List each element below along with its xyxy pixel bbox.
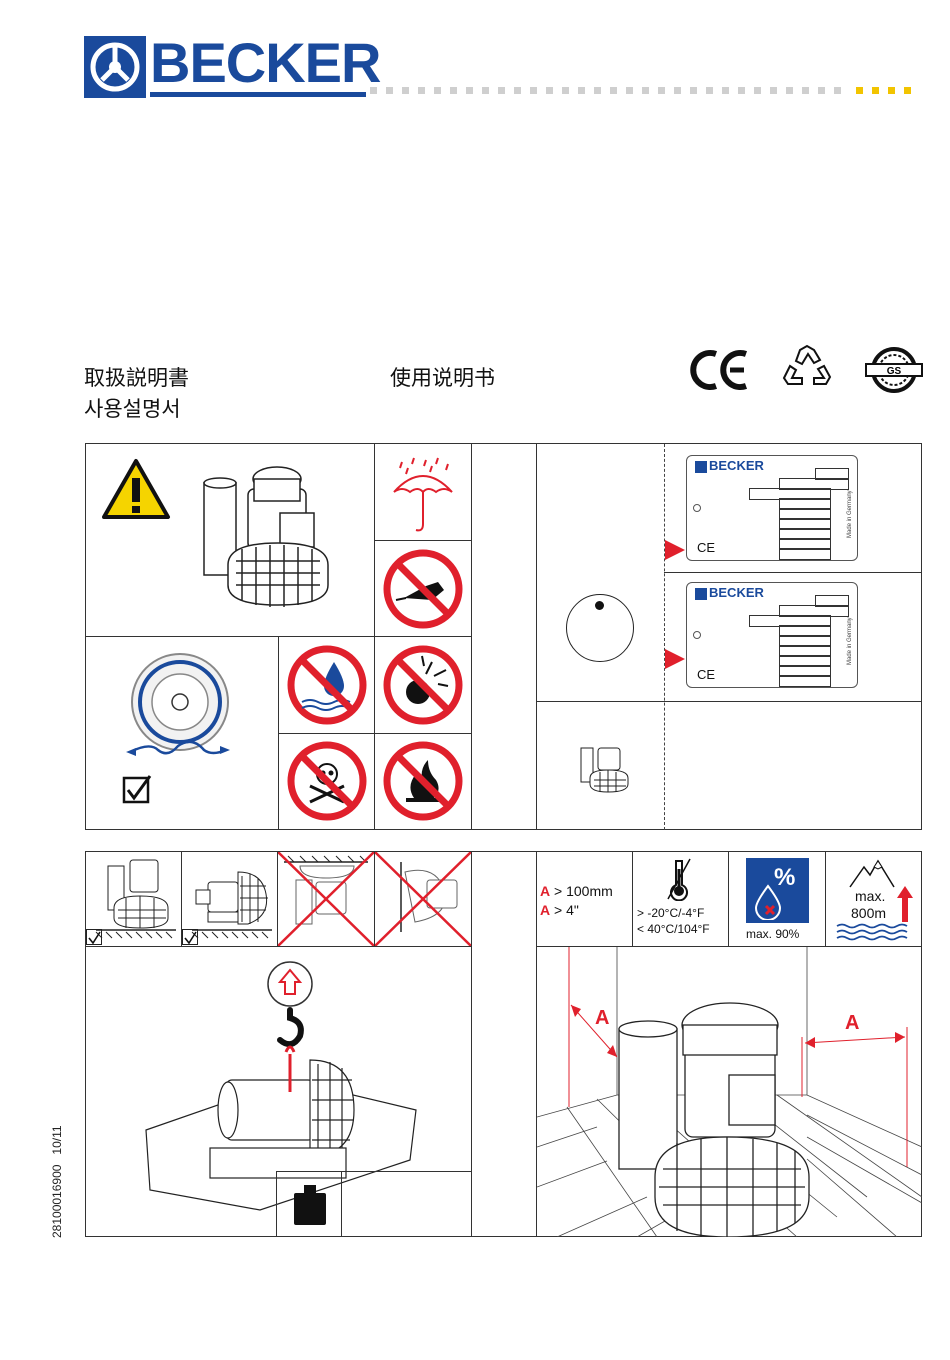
logo-underline xyxy=(150,92,366,97)
weight-icon xyxy=(290,1183,330,1231)
mounting-side-not-allowed xyxy=(375,852,471,950)
title-korean: 사용설명서 xyxy=(84,393,181,423)
up-arrow-icon xyxy=(897,886,913,926)
humidity-max: max. 90% xyxy=(746,927,799,941)
recycle-icon xyxy=(780,344,834,394)
pointer-arrow-icon xyxy=(665,540,685,560)
document-code: 28100016900 10/11 xyxy=(50,1125,64,1238)
no-spray-prohibition-icon xyxy=(382,548,464,634)
thermometer-icon xyxy=(664,857,694,905)
no-explosive-prohibition-icon xyxy=(382,644,464,730)
header-dotted-rule xyxy=(370,87,925,97)
small-unit-illustration xyxy=(578,740,632,798)
ce-mark-icon xyxy=(690,348,752,392)
nameplate-made-in: Made in Germany xyxy=(847,490,853,538)
title-japanese: 取扱説明書 xyxy=(84,362,189,392)
keep-dry-umbrella-icon xyxy=(388,456,458,540)
logo-emblem-icon xyxy=(84,36,146,98)
clearance-imperial: A > 4" xyxy=(540,902,579,918)
check-ok-icon xyxy=(86,929,102,945)
nameplate-brand: BECKER xyxy=(709,458,764,473)
nameplate-brand: BECKER xyxy=(709,585,764,600)
temperature-min: > -20°C/-4°F xyxy=(637,906,704,920)
checkbox-checked-icon xyxy=(122,774,154,808)
document-date: 10/11 xyxy=(50,1125,64,1154)
dimension-a-right: A xyxy=(845,1012,859,1035)
blower-unit-illustration xyxy=(198,465,338,619)
title-chinese: 使用说明书 xyxy=(390,362,495,392)
dimension-a-left: A xyxy=(595,1007,609,1030)
temperature-max: < 40°C/104°F xyxy=(637,922,710,936)
no-flammable-prohibition-icon xyxy=(382,740,464,826)
warning-triangle-icon xyxy=(101,458,171,524)
nameplate-1: BECKER CE Made in Germany xyxy=(686,455,858,561)
water-waves-icon xyxy=(835,922,915,946)
clearance-metric: A > 100mm xyxy=(540,883,613,899)
altitude-value: 800m xyxy=(851,905,886,921)
nameplate-logo-icon xyxy=(695,461,707,473)
svg-text:GS: GS xyxy=(887,366,902,377)
nameplate-logo-icon xyxy=(695,588,707,600)
mounting-vertical-ok xyxy=(92,856,178,948)
nameplate-ce: CE xyxy=(697,540,715,555)
mounting-inverted-not-allowed xyxy=(278,852,374,950)
no-toxic-prohibition-icon xyxy=(286,740,368,826)
humidity-icon: % xyxy=(746,858,809,923)
document-number: 28100016900 xyxy=(50,1165,64,1238)
check-ok-icon xyxy=(182,929,198,945)
brand-logo: BECKER xyxy=(84,36,368,98)
no-water-prohibition-icon xyxy=(286,644,368,730)
nameplate-made-in: Made in Germany xyxy=(847,617,853,665)
position-dial-icon xyxy=(566,594,634,662)
nameplate-2: BECKER CE Made in Germany xyxy=(686,582,858,688)
gs-mark-icon: GS xyxy=(864,346,924,394)
pointer-arrow-icon xyxy=(665,649,685,669)
installation-clearance-illustration xyxy=(537,947,922,1241)
nameplate-ce: CE xyxy=(697,667,715,682)
rotation-direction-diagram xyxy=(120,650,235,769)
altitude-label: max. xyxy=(855,888,885,904)
mounting-horizontal-ok xyxy=(188,864,274,948)
brand-name: BECKER xyxy=(150,30,380,95)
